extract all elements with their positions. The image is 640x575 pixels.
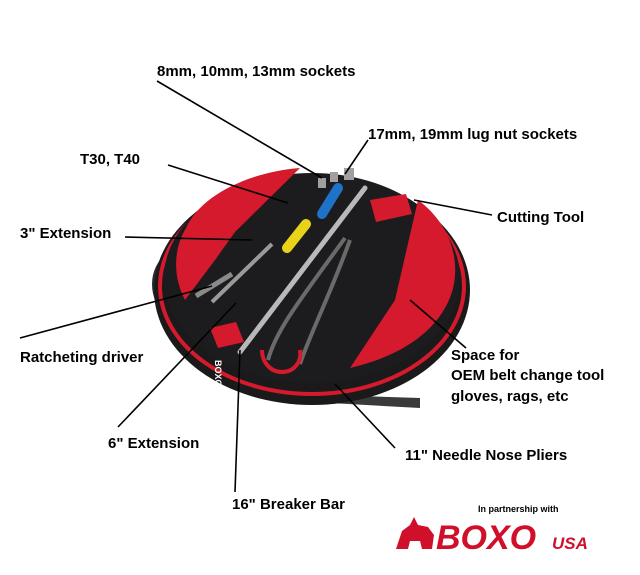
logo-suffix: USA bbox=[552, 534, 588, 553]
label-torx: T30, T40 bbox=[80, 151, 141, 168]
tray-logo: BOXO bbox=[213, 360, 223, 387]
leader-space bbox=[409, 299, 467, 349]
ratcheting-driver bbox=[194, 271, 234, 299]
six-inch-extension bbox=[210, 242, 274, 304]
socket-small-1 bbox=[318, 178, 326, 188]
leader-needle-nose bbox=[334, 383, 396, 449]
label-breaker-bar: 16" Breaker Bar bbox=[232, 496, 346, 513]
leader-ratcheting-driver bbox=[19, 285, 213, 339]
label-needle-nose: 11" Needle Nose Pliers bbox=[405, 447, 568, 464]
label-lug-sockets: 17mm, 19mm lug nut sockets bbox=[368, 126, 578, 143]
leader-breaker-bar bbox=[234, 349, 241, 493]
socket-small-2 bbox=[330, 172, 338, 182]
bottom-red-slot bbox=[210, 322, 244, 348]
label-cutting-tool: Cutting Tool bbox=[497, 209, 585, 226]
label-sockets-small: 8mm, 10mm, 13mm sockets bbox=[157, 63, 356, 80]
label-ratcheting-driver: Ratcheting driver bbox=[20, 349, 144, 366]
leader-extension-6 bbox=[117, 302, 237, 428]
right-red-compartment bbox=[350, 200, 456, 368]
socket-lug bbox=[344, 168, 354, 180]
label-space-line2: OEM belt change tool bbox=[451, 367, 605, 384]
pliers-handle-red bbox=[260, 349, 303, 375]
needle-nose-pliers bbox=[266, 236, 352, 365]
boxo-usa-logo: BOXO USA bbox=[396, 517, 588, 557]
left-red-compartment bbox=[176, 168, 300, 300]
leader-torx bbox=[167, 164, 289, 204]
leader-cutting-tool bbox=[413, 199, 493, 216]
label-extension-3: 3" Extension bbox=[20, 225, 112, 242]
breaker-bar bbox=[237, 185, 368, 355]
label-space-line1: Space for bbox=[451, 347, 520, 364]
partnership-text: In partnership with bbox=[478, 504, 559, 514]
rhino-icon bbox=[396, 517, 434, 549]
leader-sockets-small bbox=[156, 80, 323, 179]
cutting-tool-red bbox=[370, 194, 412, 222]
label-space-line3: gloves, rags, etc bbox=[451, 388, 569, 405]
blue-extension bbox=[317, 183, 343, 219]
leader-extension-3 bbox=[124, 236, 253, 241]
leader-lug-sockets bbox=[344, 139, 369, 175]
yellow-extension bbox=[282, 219, 311, 253]
label-extension-6: 6" Extension bbox=[108, 435, 200, 452]
logo-text: BOXO bbox=[436, 519, 536, 557]
leader-lines bbox=[19, 80, 493, 493]
